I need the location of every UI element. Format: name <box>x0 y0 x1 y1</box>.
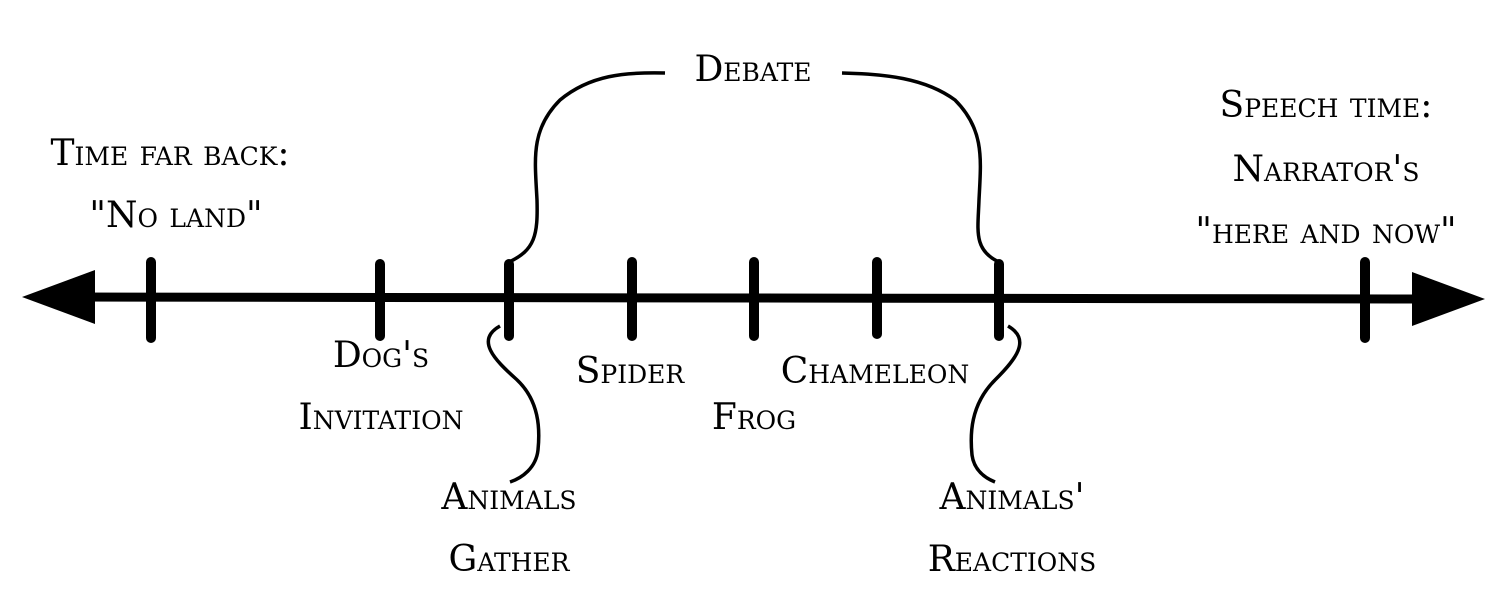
label-time-far-back-line2: "No land" <box>89 195 263 236</box>
label-chameleon: Chameleon <box>780 351 970 392</box>
label-animals-reactions-line1: Animals' <box>939 477 1085 518</box>
label-animals-reactions-2: Reactions <box>928 540 1097 580</box>
label-dogs-invitation-2: Invitation <box>299 398 464 438</box>
label-animals-gather-line1: Animals <box>441 477 577 518</box>
animals-reactions-connector <box>969 324 1022 484</box>
animals-gather-connector <box>486 324 541 484</box>
label-here-and-now: "here and now" <box>1195 212 1456 252</box>
label-time-far-back-line1: Time far back: <box>50 133 290 174</box>
label-spider: Spider <box>575 351 685 392</box>
label-speech-time-line2: Narrator's <box>1232 149 1420 190</box>
left-arrowhead <box>22 270 95 324</box>
label-narrators: Narrator's <box>1233 150 1420 190</box>
debate-brace-right <box>841 71 1000 264</box>
label-no-land: "No land" <box>89 196 262 236</box>
label-dogs-invitation-line2: Invitation <box>298 397 464 438</box>
label-dogs-invitation: Dog's <box>333 336 429 376</box>
debate-brace-left <box>508 71 666 264</box>
label-animals-gather-2: Gather <box>449 540 570 580</box>
label-animals-gather: Animals <box>441 478 576 518</box>
label-dogs-invitation-line1: Dog's <box>332 335 430 376</box>
label-animals-reactions-line2: Reactions <box>927 539 1097 580</box>
label-frog: Frog <box>711 397 797 438</box>
label-animals-reactions: Animals' <box>939 478 1084 518</box>
label-time-far-back: Time far back: <box>50 134 289 174</box>
label-speech-time-line3: "here and now" <box>1195 211 1457 252</box>
label-speech-time-line1: Speech time: <box>1219 85 1433 126</box>
label-speech-time: Speech time: <box>1220 86 1433 126</box>
label-animals-gather-line2: Gather <box>448 539 570 580</box>
label-debate: Debate <box>694 49 812 90</box>
right-arrowhead <box>1412 272 1485 326</box>
